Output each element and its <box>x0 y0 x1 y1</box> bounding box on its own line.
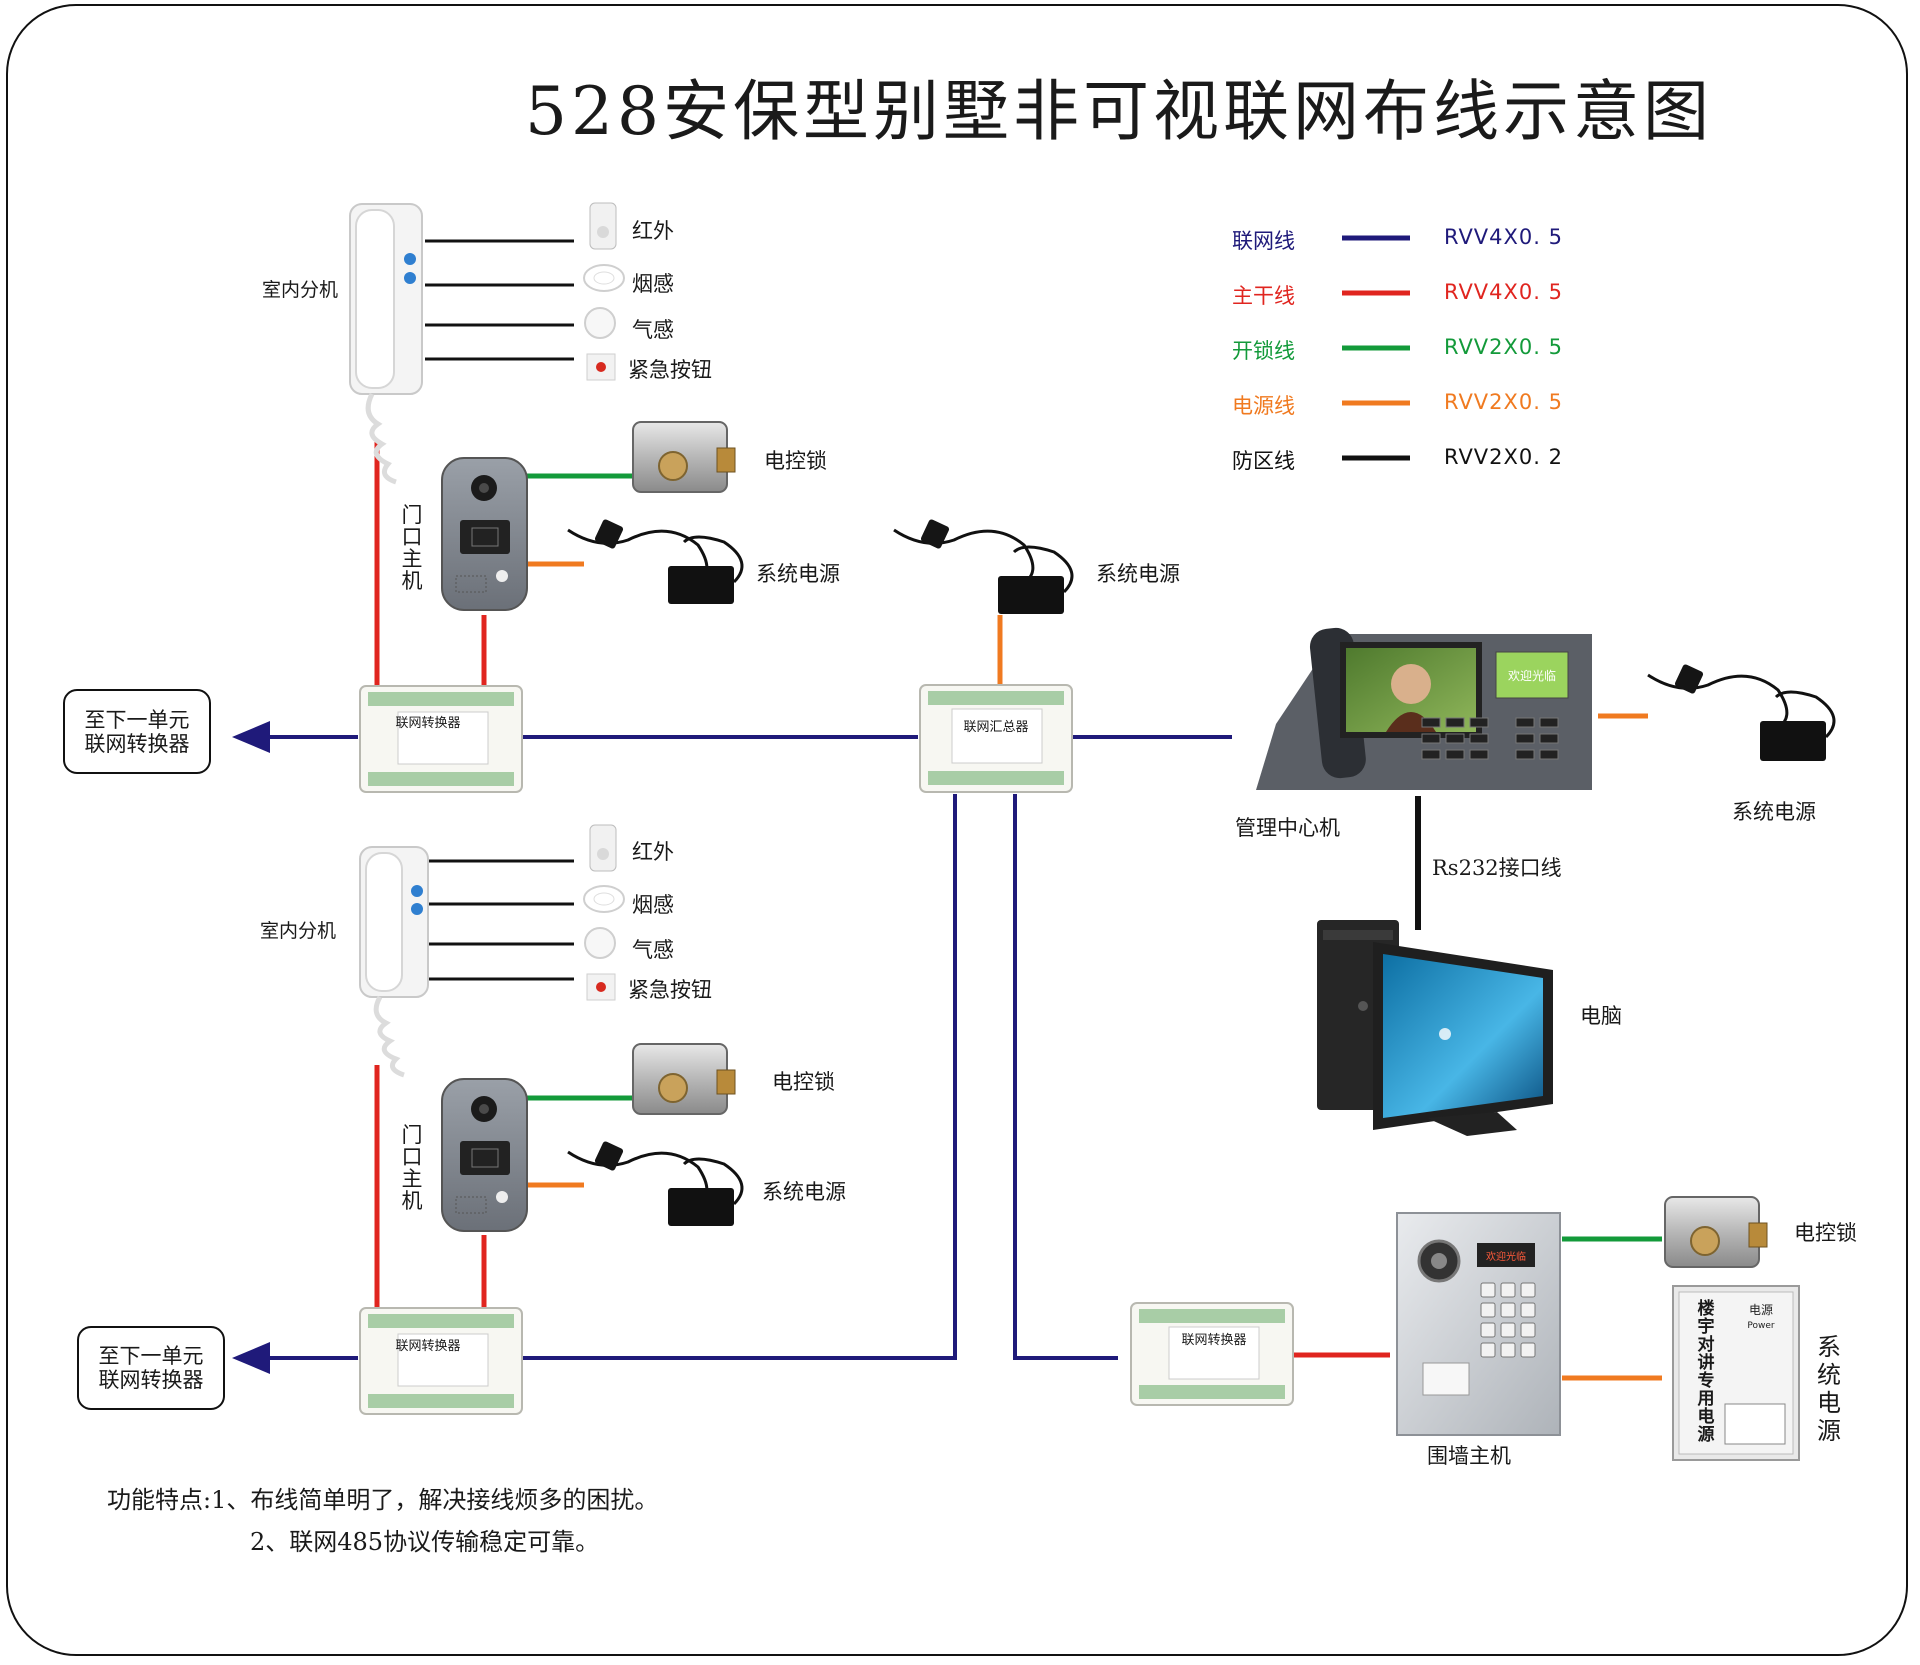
lock-bottom-label: 电控锁 <box>772 1070 835 1094</box>
psu-box-icon: 电源 Power <box>1672 1285 1800 1461</box>
sensor-icons-bottom <box>583 824 625 1001</box>
psu-brand: 电源 <box>1749 1303 1773 1317</box>
legend-code-power: RVV2X0. 5 <box>1444 390 1563 414</box>
next-unit-top-line2: 联网转换器 <box>84 731 190 756</box>
door-station-bottom-icon <box>441 1078 528 1232</box>
power-adapter-hub-icon <box>893 519 1074 614</box>
wall-converter-label: 联网转换器 <box>1181 1333 1247 1348</box>
diagram-frame <box>6 4 1908 1656</box>
sensor-icons-top <box>583 202 625 381</box>
sensor-panic-top: 紧急按钮 <box>628 358 712 382</box>
computer-icon <box>1317 920 1553 1136</box>
page-title: 528安保型别墅非可视联网布线示意图 <box>525 73 1713 150</box>
legend-code-network: RVV4X0. 5 <box>1444 225 1563 249</box>
legend-code-zone: RVV2X0. 2 <box>1444 445 1563 469</box>
converter-top-label: 联网转换器 <box>395 716 461 731</box>
electric-lock-wall-icon <box>1664 1196 1768 1268</box>
center-power-label: 系统电源 <box>1732 800 1816 824</box>
wall-lock-label: 电控锁 <box>1794 1221 1857 1245</box>
door-station-bottom-label: 门口主机 <box>401 1123 423 1213</box>
legend-code-trunk: RVV4X0. 5 <box>1444 280 1563 304</box>
power-bottom-label: 系统电源 <box>762 1180 846 1204</box>
lock-top-label: 电控锁 <box>764 449 827 473</box>
legend-name-network: 联网线 <box>1232 229 1295 253</box>
wall-panel-display: 欢迎光临 <box>1486 1250 1526 1263</box>
next-unit-top-box: 至下一单元 联网转换器 <box>63 689 211 774</box>
psu-brand-en: Power <box>1747 1321 1775 1331</box>
management-center-icon: 欢迎光临 <box>1246 614 1592 790</box>
bottom-unit-wires <box>232 794 957 1374</box>
next-unit-top-line1: 至下一单元 <box>84 707 190 732</box>
sensor-smoke-bottom: 烟感 <box>632 893 674 917</box>
wall-power-label: 系统电源 <box>1817 1333 1841 1445</box>
legend-name-trunk: 主干线 <box>1232 284 1295 308</box>
converter-bottom-label: 联网转换器 <box>395 1339 461 1354</box>
network-hub-icon <box>919 684 1073 793</box>
power-adapter-top-icon <box>567 519 744 604</box>
indoor-unit-bottom-icon <box>359 846 429 1078</box>
wall-panel-label: 围墙主机 <box>1427 1444 1511 1468</box>
psu-title: 楼宇对讲专用电源 <box>1697 1299 1715 1445</box>
electric-lock-bottom-icon <box>632 1043 736 1115</box>
legend-name-power: 电源线 <box>1232 394 1295 418</box>
hub-power-label: 系统电源 <box>1096 562 1180 586</box>
power-adapter-bottom-icon <box>567 1141 744 1226</box>
rs232-label: Rs232接口线 <box>1432 856 1562 880</box>
sensor-panic-bottom: 紧急按钮 <box>628 978 712 1002</box>
sensor-gas-top: 气感 <box>632 318 674 342</box>
next-unit-bottom-box: 至下一单元 联网转换器 <box>77 1326 225 1410</box>
legend-name-unlock: 开锁线 <box>1232 339 1295 363</box>
door-station-top-icon <box>441 457 528 611</box>
computer-label: 电脑 <box>1580 1004 1622 1028</box>
door-station-top-label: 门口主机 <box>401 503 423 593</box>
wall-panel-icon: 欢迎光临 <box>1396 1212 1561 1436</box>
next-unit-bottom-line2: 联网转换器 <box>98 1368 204 1392</box>
feature-note-2: 2、联网485协议传输稳定可靠。 <box>250 1528 600 1556</box>
sensor-smoke-top: 烟感 <box>632 272 674 296</box>
indoor-unit-top-icon <box>349 203 423 485</box>
network-converter-wall-icon <box>1130 1302 1294 1406</box>
sensor-infrared-top: 红外 <box>632 219 674 243</box>
top-unit-wires <box>232 239 918 753</box>
power-adapter-center-icon <box>1647 664 1836 761</box>
hub-center-wires <box>997 615 1662 1381</box>
network-converter-bottom-icon <box>359 1307 523 1415</box>
center-label: 管理中心机 <box>1235 816 1340 840</box>
network-converter-top-icon <box>359 685 523 793</box>
legend-name-zone: 防区线 <box>1232 449 1295 473</box>
electric-lock-top-icon <box>632 421 736 493</box>
sensor-infrared-bottom: 红外 <box>632 840 674 864</box>
sensor-gas-bottom: 气感 <box>632 938 674 962</box>
next-unit-bottom-line1: 至下一单元 <box>98 1344 204 1368</box>
indoor-unit-top-label: 室内分机 <box>262 279 339 301</box>
hub-label: 联网汇总器 <box>963 720 1029 735</box>
legend-code-unlock: RVV2X0. 5 <box>1444 335 1563 359</box>
feature-note-1: 功能特点:1、布线简单明了，解决接线烦多的困扰。 <box>107 1486 659 1514</box>
power-top-label: 系统电源 <box>756 562 840 586</box>
center-screen-text: 欢迎光临 <box>1508 668 1556 683</box>
indoor-unit-bottom-label: 室内分机 <box>260 920 337 942</box>
